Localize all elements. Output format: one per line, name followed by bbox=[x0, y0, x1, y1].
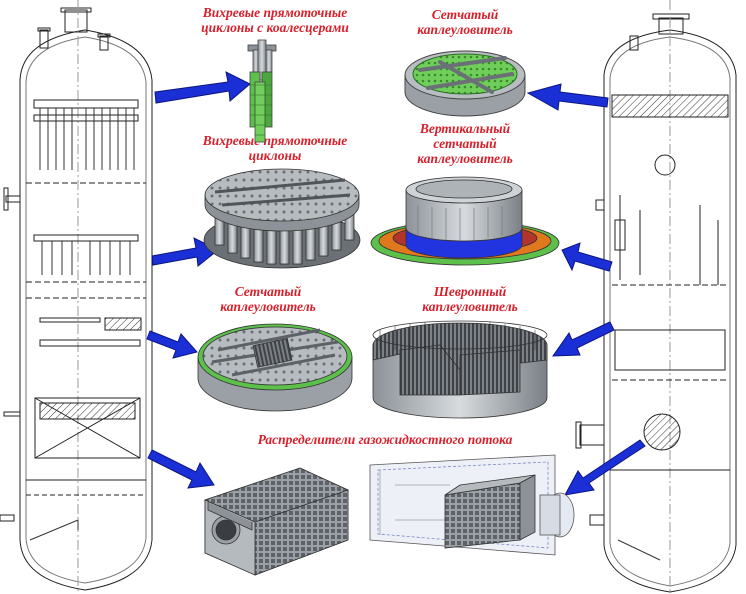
arrow-to-left-distributor bbox=[147, 449, 215, 489]
left-vessel-drawing bbox=[0, 0, 153, 594]
label-vortex-coalescers: Вихревые прямоточные циклоны с коалесцер… bbox=[201, 5, 349, 35]
arrow-to-vortex-cyclones bbox=[151, 237, 219, 267]
label-chevron: Шевронный каплеуловитель bbox=[422, 284, 518, 314]
mesh-eliminator-top-right bbox=[404, 50, 526, 117]
label-distributors: Распределители газожидкостного потока bbox=[257, 432, 513, 447]
distributor-box-left bbox=[203, 467, 350, 576]
arrow-to-vortex-coalescers bbox=[154, 71, 251, 104]
right-vessel-drawing bbox=[575, 0, 737, 594]
mesh-eliminator-mid-left bbox=[197, 323, 353, 412]
label-vertical-mesh: Вертикальный сетчатый каплеуловитель bbox=[417, 121, 513, 166]
distributor-frame-right bbox=[369, 454, 575, 556]
arrow-to-mesh-top-right bbox=[526, 83, 609, 111]
vortex-coalescer-tubes bbox=[247, 39, 277, 143]
label-mesh-top-right: Сетчатый каплеуловитель bbox=[417, 7, 513, 37]
arrow-to-right-distributor bbox=[564, 439, 646, 496]
label-mesh-mid-left: Сетчатый каплеуловитель bbox=[220, 284, 316, 314]
chevron-eliminator bbox=[372, 320, 548, 419]
arrow-to-mesh-mid-left bbox=[146, 330, 198, 359]
label-vortex-cyclones: Вихревые прямоточные циклоны bbox=[202, 133, 348, 163]
arrows bbox=[146, 71, 646, 496]
vortex-cyclone-plate bbox=[203, 168, 361, 269]
vertical-mesh-eliminator bbox=[370, 176, 560, 266]
arrow-to-vertical-mesh bbox=[561, 242, 613, 272]
arrow-to-chevron bbox=[552, 321, 615, 357]
